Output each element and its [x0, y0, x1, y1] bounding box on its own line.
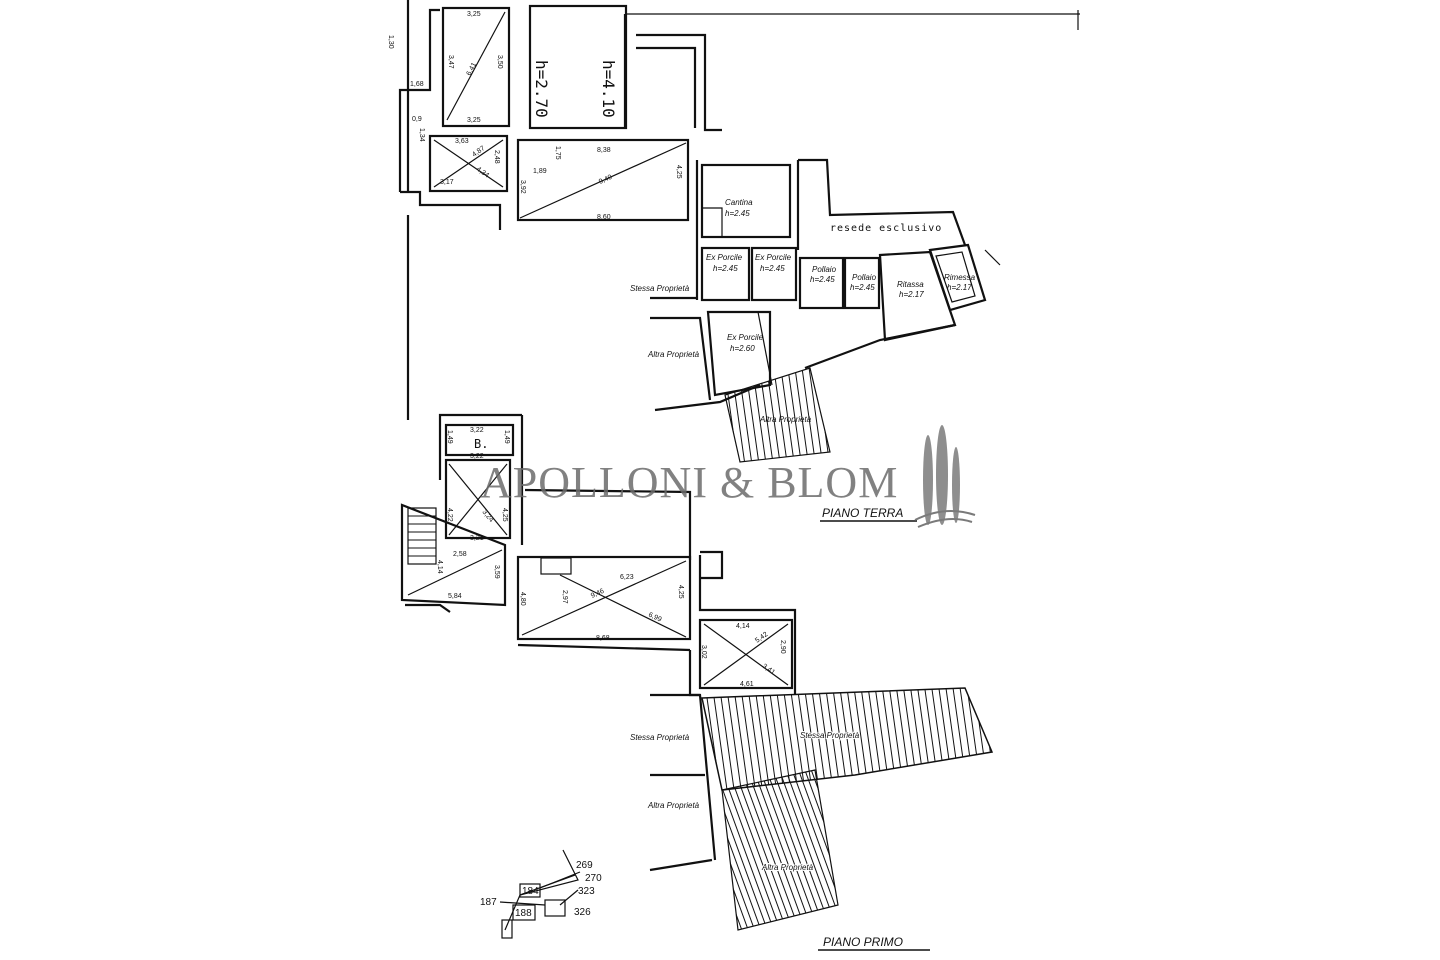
dim-label: 8,60	[597, 214, 611, 221]
stessa-proprieta-label: Stessa Proprietà	[630, 284, 690, 293]
room-height: h=2.45	[725, 209, 750, 218]
stessa-proprieta-label: Stessa Proprietà	[800, 731, 860, 740]
altra-proprieta-label: Altra Proprietà	[647, 801, 700, 810]
bath-label: B.	[474, 437, 488, 451]
dim-label: 4,80	[519, 592, 526, 606]
room-label: Ex Porcile	[755, 253, 792, 262]
dim-label: 4,14	[436, 560, 443, 574]
cypress-logo-icon	[915, 425, 975, 527]
hatched-area-altra-proprieta-first	[722, 770, 838, 930]
room-height: h=2.45	[713, 264, 738, 273]
dim-label: 3,17	[440, 179, 454, 186]
dim-label: 4,22	[446, 508, 453, 522]
altra-proprieta-label: Altra Proprietà	[761, 863, 814, 872]
parcel-number: 323	[578, 886, 595, 897]
watermark-brand: APOLLONI & BLOM	[480, 458, 898, 507]
dim-label: 1,49	[503, 430, 510, 444]
dim-label: 3,47	[447, 55, 454, 69]
room-height: h=2.60	[730, 344, 755, 353]
room-height: h=2.45	[760, 264, 785, 273]
parcel-number: 184	[522, 886, 539, 897]
dim-label: 2,90	[779, 640, 786, 654]
dim-label: 1,49	[446, 430, 453, 444]
dim-label: 3,25	[467, 117, 481, 124]
dim-label: 1,30	[387, 35, 394, 49]
dim-label: 4,25	[501, 508, 508, 522]
dim-label: 4,25	[675, 165, 682, 179]
dim-label: 2,58	[453, 551, 467, 558]
room-label: Rimessa	[944, 273, 976, 282]
altra-proprieta-label: Altra Proprietà	[647, 350, 700, 359]
ground-floor-plan	[400, 0, 1080, 462]
dim-label: 3,24	[480, 509, 494, 524]
parcel-number: 326	[574, 907, 591, 918]
parcel-number: 188	[515, 908, 532, 919]
dim-label: 9,40	[598, 174, 613, 186]
dim-label: 6,23	[620, 574, 634, 581]
stessa-proprieta-label: Stessa Proprietà	[630, 733, 690, 742]
piano-primo-title: PIANO PRIMO	[823, 935, 903, 949]
resede-label: resede esclusivo	[830, 223, 942, 234]
room-label: Ritassa	[897, 280, 924, 289]
dim-label: 2,97	[561, 590, 568, 604]
dim-label: 1,89	[533, 168, 547, 175]
dim-label: 6,41	[466, 62, 479, 77]
parcel-number: 270	[585, 873, 602, 884]
altra-proprieta-label: Altra Proprietà	[759, 415, 812, 424]
dim-label: 3,21	[470, 535, 484, 542]
dim-label: 3,25	[467, 11, 481, 18]
room-height: h=2.45	[810, 275, 835, 284]
dim-label: 2,48	[493, 150, 500, 164]
piano-terra-title: PIANO TERRA	[822, 506, 903, 520]
dim-label: 8,38	[597, 147, 611, 154]
height-label-2: h=4.10	[599, 60, 618, 118]
room-height: h=2.45	[850, 283, 875, 292]
dim-label: 3,63	[455, 138, 469, 145]
dim-label: 5,84	[448, 593, 462, 600]
room-label: Pollaio	[852, 273, 877, 282]
parcel-number: 187	[480, 897, 497, 908]
dim-label: 0,9	[412, 116, 422, 123]
room-label: Ex Porcile	[706, 253, 743, 262]
site-plan	[500, 850, 580, 938]
dim-label: 3,50	[496, 55, 503, 69]
room-height: h=2.17	[947, 283, 972, 292]
dim-label: 3,22	[470, 427, 484, 434]
dim-label: 3,59	[493, 565, 500, 579]
dim-label: 1,34	[418, 128, 425, 142]
dim-label: 3,02	[700, 645, 707, 659]
room-label: Ex Porcile	[727, 333, 764, 342]
dim-label: 8,68	[596, 635, 610, 642]
dim-label: 4,14	[736, 623, 750, 630]
room-height: h=2.17	[899, 290, 924, 299]
parcel-number: 269	[576, 860, 593, 871]
dim-label: 4,34	[475, 166, 490, 180]
room-label: Pollaio	[812, 265, 837, 274]
height-label-1: h=2.70	[532, 60, 551, 118]
dim-label: 1,75	[554, 146, 561, 160]
room-label: Cantina	[725, 198, 753, 207]
dim-label: 1,68	[410, 81, 424, 88]
dim-label: 4,25	[677, 585, 684, 599]
dim-label: 3,92	[519, 180, 526, 194]
dim-label: 4,61	[740, 681, 754, 688]
